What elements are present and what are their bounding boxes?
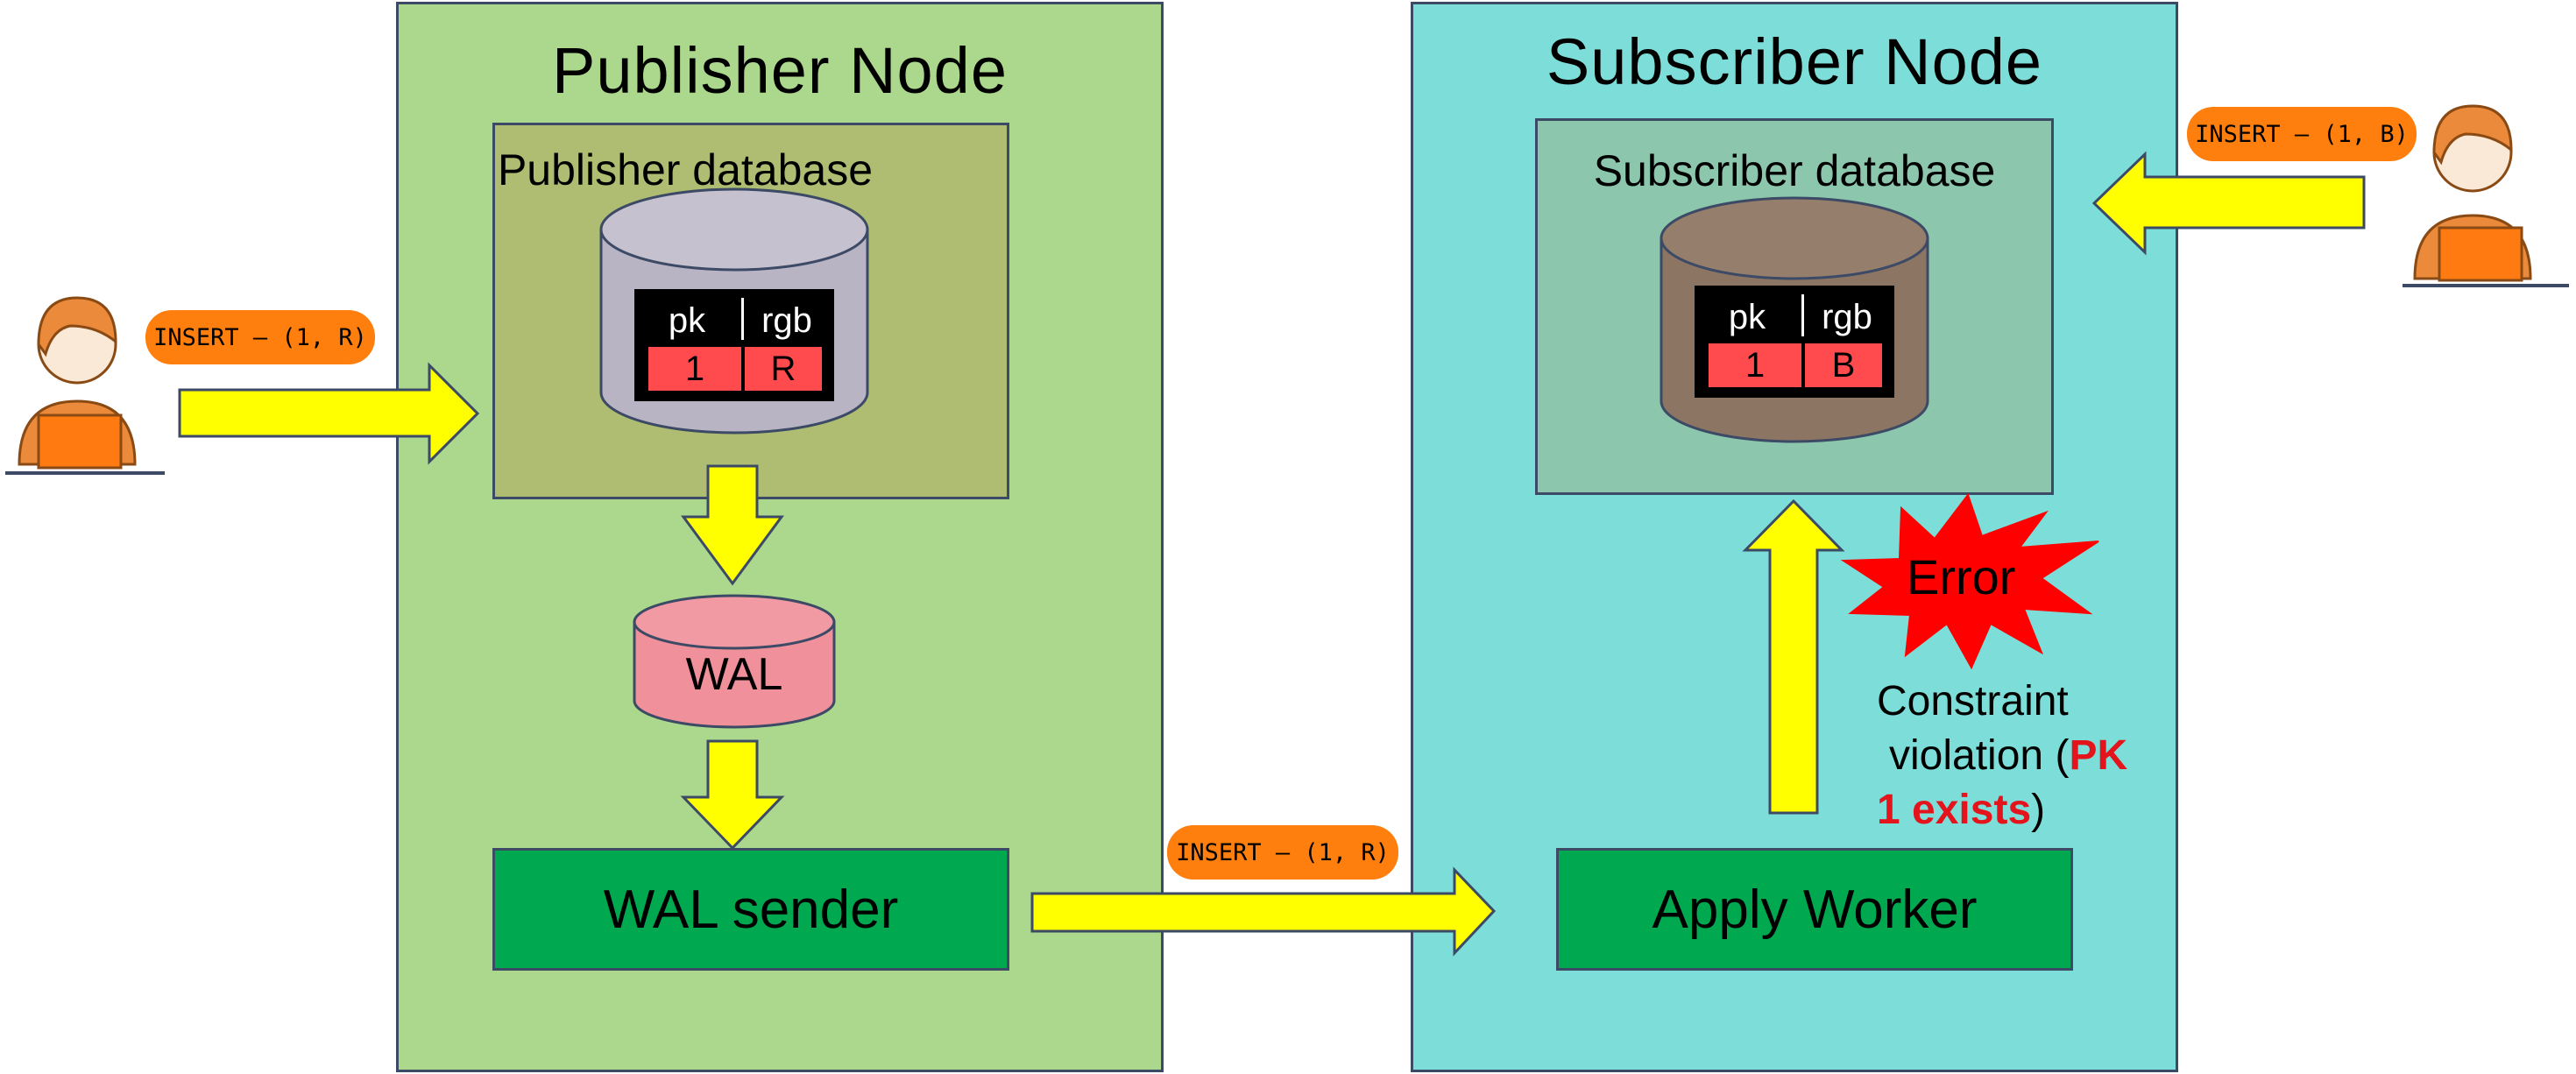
arrow-user-to-publisher: [178, 362, 480, 465]
subscriber-database-title: Subscriber database: [1593, 146, 1996, 195]
wal-sender-box: WAL sender: [492, 848, 1009, 971]
table-cell-rgb: B: [1805, 343, 1882, 387]
subscriber-node-title: Subscriber Node: [1546, 25, 2043, 98]
publisher-database-title: Publisher database: [497, 145, 874, 194]
apply-worker-box: Apply Worker: [1556, 848, 2073, 971]
person-laptop-icon: [2403, 104, 2569, 287]
note-line-2: violation (PK: [1877, 729, 2166, 783]
table-cell-pk: 1: [648, 347, 741, 391]
note-line-1: Constraint: [1877, 678, 2069, 724]
wal-cylinder-icon: [633, 594, 836, 729]
table-divider: [741, 298, 744, 340]
publisher-node-title: Publisher Node: [552, 34, 1008, 107]
table-header-pk: pk: [668, 301, 706, 340]
table-divider: [1801, 294, 1804, 336]
wal-label: WAL: [685, 649, 783, 700]
publisher-table: pk rgb 1 R: [634, 289, 834, 401]
constraint-violation-note: Constraint violation (PK 1 exists): [1877, 675, 2166, 837]
arrow-db-to-wal: [681, 464, 784, 586]
subscriber-table: pk rgb 1 B: [1695, 286, 1894, 398]
note-pk: PK: [2069, 732, 2128, 779]
note-line-2-prefix: violation (: [1889, 732, 2070, 779]
table-header-rgb: rgb: [1822, 298, 1872, 336]
person-laptop-icon: [5, 296, 165, 475]
table-cell-pk: 1: [1709, 343, 1801, 387]
insert-pill-left: INSERT — (1, R): [145, 310, 375, 364]
error-burst-icon: [1840, 492, 2099, 670]
table-header-pk: pk: [1728, 298, 1766, 336]
note-line-3: 1 exists): [1877, 783, 2166, 837]
table-header-rgb: rgb: [761, 301, 812, 340]
error-label: Error: [1907, 549, 2016, 604]
arrow-user-to-subscriber: [2091, 151, 2366, 256]
insert-pill-middle: INSERT — (1, R): [1167, 825, 1398, 880]
arrow-wal-to-sender: [680, 739, 785, 851]
note-line-3-suffix: ): [2031, 787, 2046, 833]
table-cell-rgb: R: [745, 347, 822, 391]
note-exists: 1 exists: [1877, 787, 2032, 833]
arrow-worker-to-subscriber: [1742, 498, 1845, 815]
insert-pill-right: INSERT — (1, B): [2187, 107, 2417, 161]
arrow-sender-to-worker: [1030, 866, 1497, 957]
